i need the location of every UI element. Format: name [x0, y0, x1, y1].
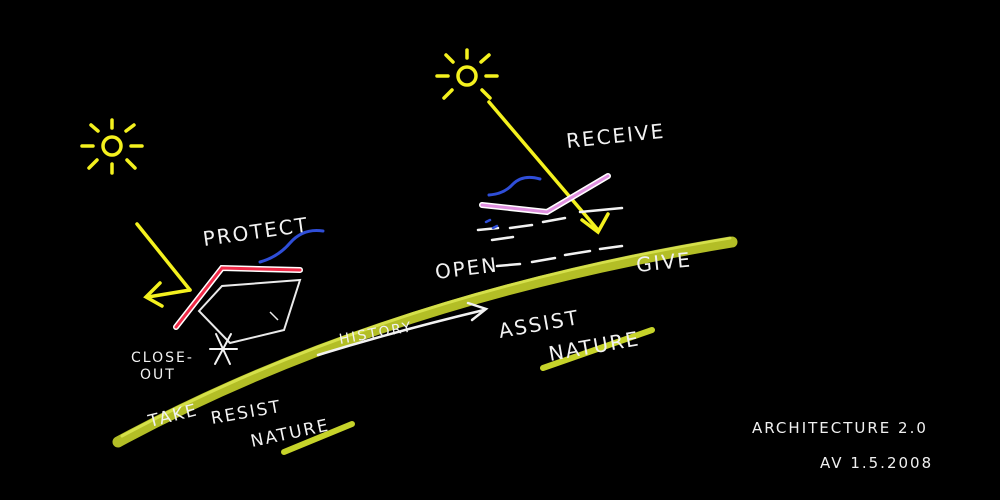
house-closed-icon [173, 264, 303, 345]
blue-ticks [484, 218, 499, 230]
hill-ground [112, 236, 738, 448]
open-dash-lines [476, 206, 624, 268]
label-assist: ASSIST [497, 305, 582, 343]
roof-open-icon [479, 173, 611, 216]
sun-left-icon [80, 118, 144, 175]
label-protect: PROTECT [201, 212, 310, 251]
label-history: HISTORY [338, 319, 414, 348]
sun-ray-left-arrow [135, 222, 192, 308]
hill-ground-highlight [120, 236, 732, 438]
label-receive: RECEIVE [565, 119, 666, 153]
label-close-out-line1: CLOSE- [131, 350, 194, 366]
close-out-star-icon [209, 333, 238, 365]
label-give: GIVE [635, 247, 693, 277]
wind-left-squiggle [258, 229, 325, 264]
signature-title: ARCHITECTURE 2.0 [752, 419, 928, 437]
signature-author-date: AV 1.5.2008 [820, 454, 933, 472]
sun-ray-right-arrow [487, 100, 610, 235]
label-open: OPEN [434, 252, 500, 284]
wind-right-squiggle [487, 175, 542, 197]
sun-right-icon [435, 48, 499, 100]
label-take: TAKE [145, 400, 200, 432]
history-arrow [316, 301, 489, 357]
label-resist: RESIST [209, 397, 283, 429]
resist-nature-underline [281, 421, 355, 455]
assist-nature-underline [540, 327, 655, 371]
label-close-out-line2: OUT [140, 367, 176, 383]
